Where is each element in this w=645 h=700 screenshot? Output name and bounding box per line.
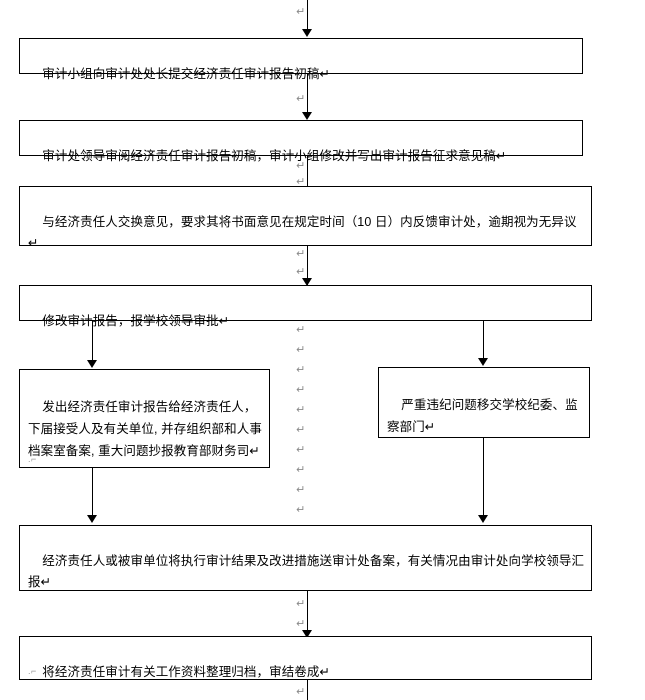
- process-box-distribute-audit-report[interactable]: 发出经济责任审计报告给经济责任人，下届接受人及有关单位, 并存组织部和人事档案室…: [19, 369, 270, 468]
- node-1-text: 审计小组向审计处处长提交经济责任审计报告初稿↵: [42, 67, 331, 81]
- process-box-review-and-revise-draft[interactable]: 审计处领导审阅经济责任审计报告初稿，审计小组修改并写出审计报告征求意见稿↵: [19, 120, 583, 163]
- pilcrow-mark: ↵: [296, 685, 306, 698]
- connector-top-inbound: [307, 0, 308, 32]
- connector-node3-to-node4: [307, 246, 308, 288]
- arrowhead-into-node-8: [302, 630, 312, 638]
- process-box-file-results-and-report[interactable]: 经济责任人或被审单位将执行审计结果及改进措施送审计处备案，有关情况由审计处向学校…: [19, 525, 592, 591]
- pilcrow-mark: ↵: [296, 92, 306, 105]
- node-7-residual-mark: .⌐: [28, 577, 37, 587]
- node-2-text: 审计处领导审阅经济责任审计报告初稿，审计小组修改并写出审计报告征求意见稿↵: [42, 149, 507, 163]
- pilcrow-mark: ↵: [296, 383, 306, 396]
- arrowhead-into-node-7-right: [478, 515, 488, 523]
- process-box-archive-materials[interactable]: 将经济责任审计有关工作资料整理归档，审结卷成↵ .⌐: [19, 636, 592, 680]
- arrowhead-into-node-7-left: [87, 515, 97, 523]
- connector-node4-to-node6: [483, 321, 484, 364]
- node-5-residual-mark: .⌐: [28, 454, 37, 464]
- pilcrow-mark: ↵: [296, 159, 306, 172]
- connector-node4-to-node5: [92, 321, 93, 366]
- pilcrow-mark: ↵: [296, 265, 306, 278]
- process-box-transfer-serious-violations[interactable]: 严重违纪问题移交学校纪委、监察部门↵ .⌐: [378, 367, 590, 438]
- arrowhead-into-node-1: [302, 29, 312, 37]
- pilcrow-mark: ↵: [296, 463, 306, 476]
- connector-node5-to-node7: [92, 468, 93, 519]
- connector-node1-to-node2: [307, 74, 308, 115]
- pilcrow-mark: ↵: [296, 5, 306, 18]
- connector-node2-to-node3: [307, 156, 308, 186]
- connector-node6-to-node7: [483, 438, 484, 519]
- pilcrow-mark: ↵: [296, 483, 306, 496]
- pilcrow-mark: ↵: [296, 617, 306, 630]
- pilcrow-mark: ↵: [296, 597, 306, 610]
- pilcrow-mark: ↵: [296, 323, 306, 336]
- node-6-residual-mark: .⌐: [387, 424, 396, 434]
- connector-bottom-tail: [307, 680, 308, 700]
- process-box-submit-draft-report[interactable]: 审计小组向审计处处长提交经济责任审计报告初稿↵: [19, 38, 583, 81]
- node-3-text: 与经济责任人交换意见，要求其将书面意见在规定时间（10 日）内反馈审计处，逾期视…: [28, 215, 577, 250]
- node-7-text: 经济责任人或被审单位将执行审计结果及改进措施送审计处备案，有关情况由审计处向学校…: [28, 554, 585, 589]
- pilcrow-mark: ↵: [296, 343, 306, 356]
- process-box-exchange-opinions[interactable]: 与经济责任人交换意见，要求其将书面意见在规定时间（10 日）内反馈审计处，逾期视…: [19, 186, 592, 250]
- pilcrow-mark: ↵: [296, 247, 306, 260]
- node-8-residual-mark: .⌐: [28, 666, 37, 676]
- pilcrow-mark: ↵: [296, 175, 306, 188]
- node-5-text: 发出经济责任审计报告给经济责任人，下届接受人及有关单位, 并存组织部和人事档案室…: [28, 400, 262, 458]
- process-box-revise-and-submit-for-approval[interactable]: 修改审计报告，报学校领导审批↵: [19, 285, 592, 328]
- connector-node7-to-node8: [307, 591, 308, 639]
- arrowhead-into-node-4: [302, 278, 312, 286]
- pilcrow-mark: ↵: [296, 443, 306, 456]
- node-4-text: 修改审计报告，报学校领导审批↵: [42, 314, 230, 328]
- arrowhead-into-node-6: [478, 358, 488, 366]
- pilcrow-mark: ↵: [296, 503, 306, 516]
- arrowhead-into-node-5: [87, 360, 97, 368]
- pilcrow-mark: ↵: [296, 363, 306, 376]
- node-6-text: 严重违纪问题移交学校纪委、监察部门↵: [387, 398, 578, 434]
- node-8-text: 将经济责任审计有关工作资料整理归档，审结卷成↵: [42, 665, 331, 679]
- pilcrow-mark: ↵: [296, 423, 306, 436]
- arrowhead-into-node-2: [302, 112, 312, 120]
- pilcrow-mark: ↵: [296, 403, 306, 416]
